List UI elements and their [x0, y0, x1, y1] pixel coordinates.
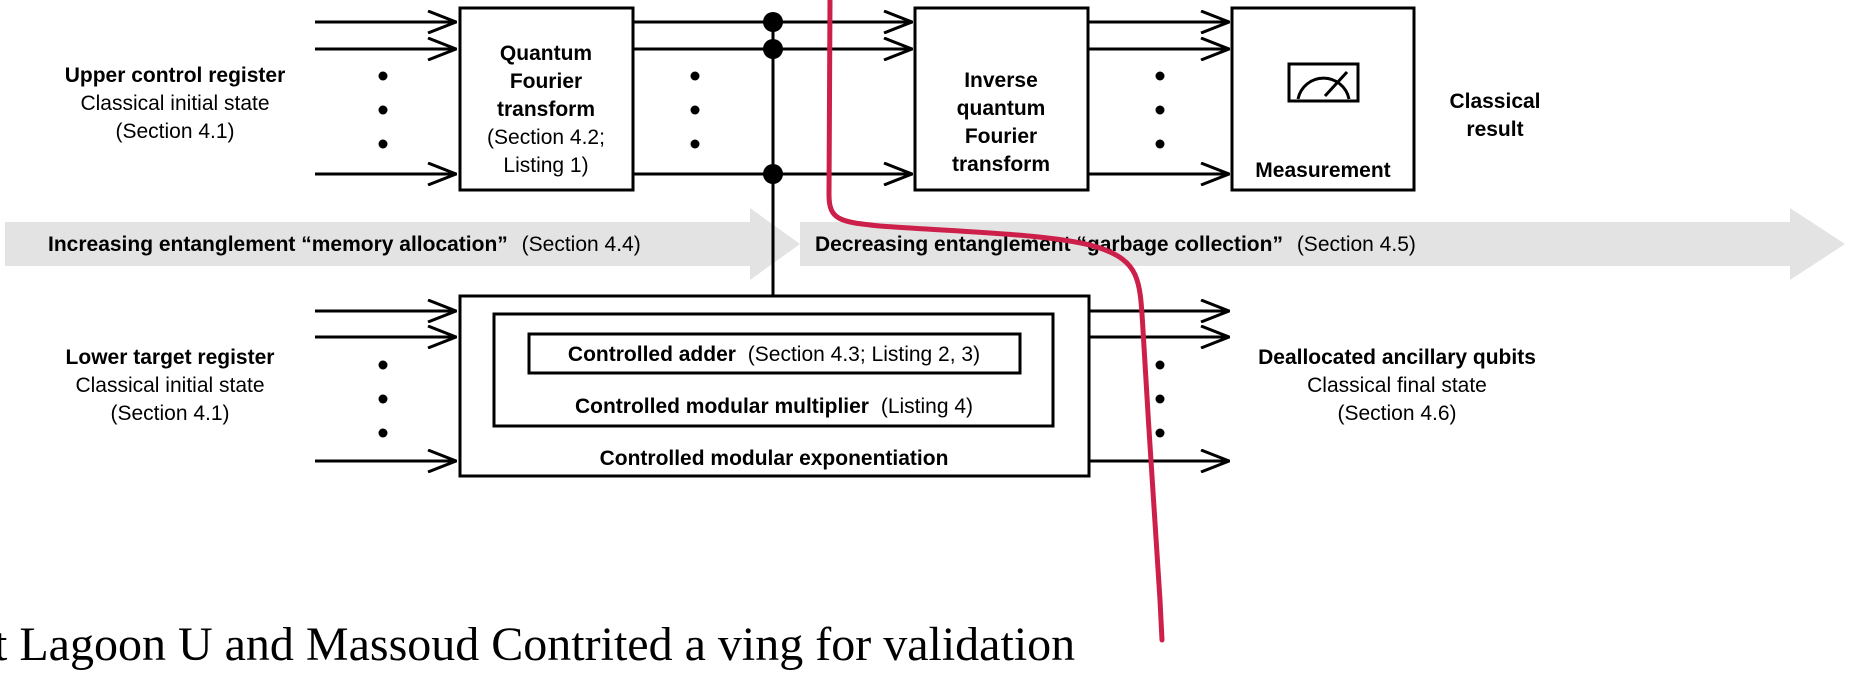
upper-register-title: Upper control register [65, 64, 286, 87]
qft-ref2: Listing 1) [503, 154, 588, 177]
qft-line1: Quantum [500, 42, 592, 65]
multiplier-ref: (Listing 4) [881, 395, 973, 418]
band-left-bold: Increasing entanglement “memory allocati… [48, 233, 508, 256]
iqft-line4: transform [952, 153, 1050, 176]
ancillary-title: Deallocated ancillary qubits [1258, 346, 1536, 369]
adder-label: Controlled adder (Section 4.3; Listing 2… [568, 343, 980, 366]
multiplier-label: Controlled modular multiplier (Listing 4… [575, 395, 973, 418]
exponentiation-label: Controlled modular exponentiation [600, 447, 949, 470]
ancillary-state: Classical final state [1307, 374, 1487, 397]
lower-input-wires [315, 311, 456, 461]
classical-result-line2: result [1466, 118, 1523, 141]
lower-input-ellipsis [378, 360, 388, 438]
entanglement-band-decreasing [800, 208, 1845, 280]
measure-wires [1088, 22, 1229, 174]
multiplier-bold: Controlled modular multiplier [575, 395, 869, 418]
qft-line2: Fourier [510, 70, 582, 93]
adder-box [527, 332, 1022, 375]
classical-result-line1: Classical [1449, 90, 1540, 113]
entanglement-band-increasing [5, 208, 800, 280]
qft-ref1: (Section 4.2; [487, 126, 605, 149]
iqft-line2: quantum [957, 97, 1046, 120]
footer-text: t Lagoon U and Massoud Contrited a ving … [0, 618, 1075, 671]
control-dots [763, 12, 783, 184]
iqft-line1: Inverse [964, 69, 1038, 92]
upper-register-state: Classical initial state [80, 92, 269, 115]
band-right-label: Decreasing entanglement “garbage collect… [815, 233, 1416, 256]
lower-output-wires [1089, 311, 1229, 461]
measure-ellipsis [1155, 71, 1165, 149]
iqft-line3: Fourier [965, 125, 1037, 148]
lower-register-title: Lower target register [66, 346, 275, 369]
gauge-meter-icon [1287, 62, 1360, 103]
measurement-box [1230, 6, 1416, 192]
adder-ref: (Section 4.3; Listing 2, 3) [748, 343, 980, 366]
qft-box [458, 6, 635, 192]
middle-ellipsis [690, 71, 700, 149]
ancillary-section: (Section 4.6) [1337, 402, 1456, 425]
iqft-box [913, 6, 1090, 192]
adder-bold: Controlled adder [568, 343, 736, 366]
band-left-label: Increasing entanglement “memory allocati… [48, 233, 641, 256]
lower-output-ellipsis [1155, 360, 1165, 438]
band-right-bold: Decreasing entanglement “garbage collect… [815, 233, 1283, 256]
measurement-label: Measurement [1255, 159, 1390, 182]
red-annotation-stroke [826, 0, 1165, 643]
lower-register-state: Classical initial state [75, 374, 264, 397]
upper-register-section: (Section 4.1) [115, 120, 234, 143]
upper-input-ellipsis [378, 71, 388, 149]
upper-input-wires [315, 22, 456, 174]
qft-line3: transform [497, 98, 595, 121]
lower-register-section: (Section 4.1) [110, 402, 229, 425]
band-right-ref: (Section 4.5) [1297, 233, 1416, 256]
band-left-ref: (Section 4.4) [522, 233, 641, 256]
